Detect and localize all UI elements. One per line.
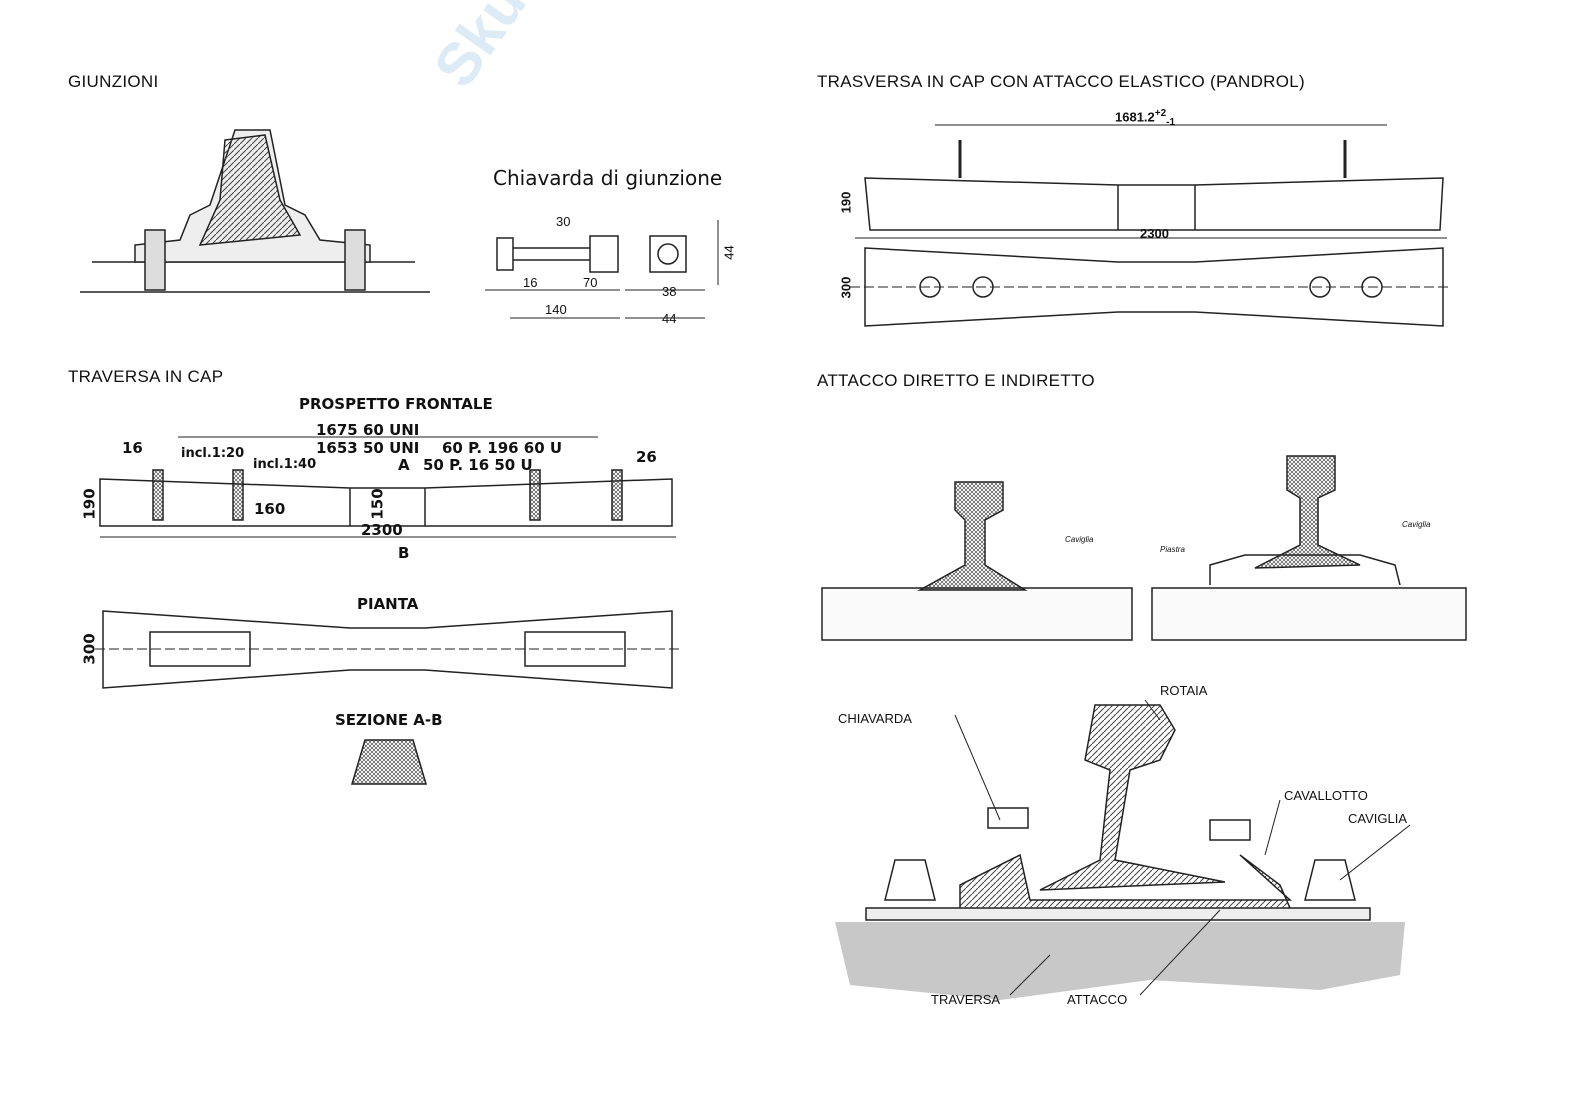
pandrol-span: 1681.2+2-1 (1115, 108, 1176, 128)
cap-front-view (99, 436, 676, 538)
label-caviglia-direct: Caviglia (1065, 535, 1094, 544)
incl-1-20: incl.1:20 (181, 446, 245, 461)
section-a-b (350, 739, 428, 785)
label-50p16: 50 P. 16 50 U (423, 456, 533, 474)
dim-300: 300 (80, 633, 99, 665)
pandrol-height: 190 (838, 191, 854, 214)
dim-16-bolt: 16 (122, 439, 143, 457)
sezione-title: SEZIONE A-B (335, 711, 443, 729)
section-mark-a: A (398, 456, 410, 474)
label-traversa: TRAVERSA (931, 992, 1001, 1007)
dim-30: 30 (556, 214, 571, 229)
dim-26: 26 (636, 448, 657, 466)
bolt-title: Chiavarda di giunzione (493, 166, 723, 190)
bolt-drawing (485, 220, 719, 319)
label-60p196: 60 P. 196 60 U (442, 439, 563, 457)
section-mark-b: B (398, 544, 410, 562)
prospetto-title: PROSPETTO FRONTALE (299, 395, 493, 413)
dim-70: 70 (583, 275, 598, 290)
incl-1-40: incl.1:40 (253, 457, 317, 472)
label-attacco: ATTACCO (1067, 992, 1128, 1007)
label-chiavarda: CHIAVARDA (838, 711, 912, 726)
pandrol-drawing (850, 124, 1450, 327)
label-cavallotto: CAVALLOTTO (1284, 788, 1368, 803)
dim-190: 190 (80, 488, 99, 520)
pianta-title: PIANTA (357, 595, 419, 613)
cap-plan-view (95, 610, 680, 689)
dim-38: 38 (662, 284, 677, 299)
indirect-fastening-detail (835, 699, 1411, 1000)
heading-traversa-cap: TRAVERSA IN CAP (68, 367, 224, 386)
dim-160: 160 (254, 500, 286, 518)
direct-indirect-fastening (821, 455, 1467, 641)
dim-2300: 2300 (361, 521, 403, 539)
pandrol-length: 2300 (1140, 226, 1169, 241)
dim-140: 140 (545, 302, 567, 317)
dim-44: 44 (662, 311, 677, 326)
heading-attacco: ATTACCO DIRETTO E INDIRETTO (817, 371, 1095, 390)
dim-1653: 1653 50 UNI (316, 439, 420, 457)
label-piastra: Piastra (1160, 545, 1185, 554)
heading-giunzioni: GIUNZIONI (68, 72, 159, 91)
dim-1675: 1675 60 UNI (316, 421, 420, 439)
dim-16: 16 (523, 275, 538, 290)
label-caviglia: CAVIGLIA (1348, 811, 1408, 826)
heading-pandrol: TRASVERSA IN CAP CON ATTACCO ELASTICO (P… (817, 72, 1305, 91)
label-rotaia: ROTAIA (1160, 683, 1208, 698)
pandrol-width: 300 (838, 276, 854, 299)
label-caviglia-indirect: Caviglia (1402, 520, 1431, 529)
dim-44-vertical: 44 (721, 245, 737, 260)
joint-drawing (80, 129, 430, 293)
dim-150: 150 (368, 488, 387, 520)
